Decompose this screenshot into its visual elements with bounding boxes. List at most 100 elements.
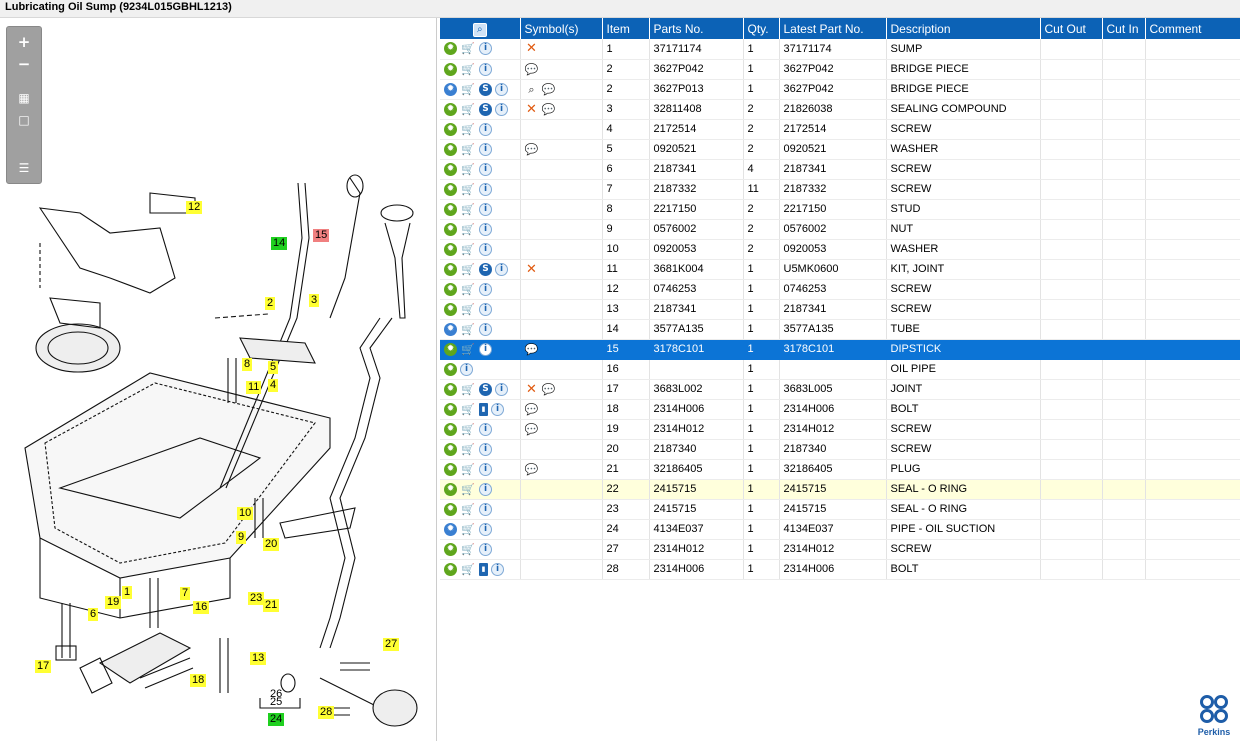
add-to-cart-icon[interactable]: 🛒 [461, 382, 475, 396]
callout-label[interactable]: 9 [236, 531, 247, 544]
add-to-cart-icon[interactable]: 🛒 [461, 542, 475, 556]
info-icon[interactable]: i [479, 222, 492, 236]
add-to-cart-icon[interactable]: 🛒 [461, 302, 475, 316]
add-to-cart-icon[interactable]: 🛒 [461, 242, 475, 256]
add-to-cart-icon[interactable]: 🛒 [461, 402, 475, 416]
add-to-cart-icon[interactable]: 🛒 [461, 262, 475, 276]
details-gear-icon[interactable]: ✹ [444, 562, 457, 576]
callout-label[interactable]: 5 [268, 361, 279, 374]
details-gear-icon[interactable]: ✹ [444, 542, 457, 556]
info-icon[interactable]: i [479, 62, 492, 76]
info-icon[interactable]: i [479, 302, 492, 316]
callout-label[interactable]: 14 [271, 237, 288, 250]
details-gear-icon[interactable]: ✹ [444, 382, 457, 396]
add-to-cart-icon[interactable]: 🛒 [461, 442, 475, 456]
info-icon[interactable]: i [479, 462, 492, 476]
column-header-cut-out[interactable]: Cut Out [1040, 18, 1103, 39]
column-header-cut-in[interactable]: Cut In [1102, 18, 1146, 39]
supersession-icon[interactable]: S [479, 102, 492, 116]
info-icon[interactable]: i [479, 502, 492, 516]
not-available-icon[interactable]: ✕ [526, 261, 537, 277]
info-icon[interactable]: i [479, 482, 492, 496]
callout-label[interactable]: 15 [313, 229, 330, 242]
add-to-cart-icon[interactable]: 🛒 [461, 422, 475, 436]
info-icon[interactable]: i [479, 542, 492, 556]
details-gear-icon[interactable]: ✹ [444, 482, 457, 496]
callout-label[interactable]: 23 [248, 592, 265, 605]
add-to-cart-icon[interactable]: 🛒 [461, 162, 475, 176]
note-icon[interactable]: 💬 [541, 82, 556, 96]
info-icon[interactable]: i [479, 522, 492, 536]
add-to-cart-icon[interactable]: 🛒 [461, 562, 475, 576]
add-to-cart-icon[interactable]: 🛒 [461, 342, 475, 356]
panel-toggle-icon[interactable]: ☰ [18, 161, 30, 175]
info-icon[interactable]: i [479, 442, 492, 456]
zoom-in-icon[interactable]: + [17, 33, 31, 51]
add-to-cart-icon[interactable]: 🛒 [461, 102, 475, 116]
note-icon[interactable]: 💬 [524, 62, 539, 76]
details-gear-icon[interactable]: ✹ [444, 422, 457, 436]
document-icon[interactable]: ▮ [479, 402, 488, 416]
details-gear-icon[interactable]: ✹ [444, 62, 457, 76]
callout-label[interactable]: 26 [270, 688, 283, 700]
note-icon[interactable]: 💬 [524, 422, 539, 436]
note-icon[interactable]: 💬 [541, 382, 556, 396]
note-icon[interactable]: 💬 [524, 402, 539, 416]
exploded-parts-drawing[interactable] [0, 18, 437, 741]
details-gear-icon[interactable]: ✹ [444, 142, 457, 156]
not-available-icon[interactable]: ✕ [526, 101, 537, 117]
details-gear-icon[interactable]: ✹ [444, 182, 457, 196]
callout-label[interactable]: 10 [237, 507, 254, 520]
details-gear-icon[interactable]: ✹ [444, 302, 457, 316]
details-gear-icon[interactable]: ✹ [444, 462, 457, 476]
callout-label[interactable]: 3 [309, 294, 320, 307]
info-icon[interactable]: i [479, 342, 492, 356]
callout-label[interactable]: 27 [383, 638, 400, 651]
details-gear-icon[interactable]: ✹ [444, 202, 457, 216]
info-icon[interactable]: i [479, 142, 492, 156]
note-icon[interactable]: 💬 [541, 102, 556, 116]
callout-label[interactable]: 4 [268, 379, 279, 392]
callout-label[interactable]: 11 [246, 381, 262, 394]
details-gear-icon[interactable]: ✹ [444, 162, 457, 176]
info-icon[interactable]: i [479, 322, 492, 336]
add-to-cart-icon[interactable]: 🛒 [461, 282, 475, 296]
not-available-icon[interactable]: ✕ [526, 41, 537, 57]
details-gear-icon[interactable]: ✹ [444, 102, 457, 116]
kit-gears-icon[interactable]: ✹ [444, 522, 457, 536]
info-icon[interactable]: i [479, 182, 492, 196]
callout-label[interactable]: 12 [186, 201, 203, 214]
callout-label[interactable]: 18 [190, 674, 207, 687]
add-to-cart-icon[interactable]: 🛒 [461, 222, 475, 236]
callout-label[interactable]: 8 [242, 358, 253, 371]
add-to-cart-icon[interactable]: 🛒 [461, 462, 475, 476]
details-gear-icon[interactable]: ✹ [444, 362, 457, 376]
info-icon[interactable]: i [495, 102, 508, 116]
details-gear-icon[interactable]: ✹ [444, 222, 457, 236]
details-gear-icon[interactable]: ✹ [444, 262, 457, 276]
note-icon[interactable]: 💬 [524, 462, 539, 476]
column-header-item[interactable]: Item [602, 18, 650, 39]
info-icon[interactable]: i [479, 202, 492, 216]
info-icon[interactable]: i [495, 82, 508, 96]
